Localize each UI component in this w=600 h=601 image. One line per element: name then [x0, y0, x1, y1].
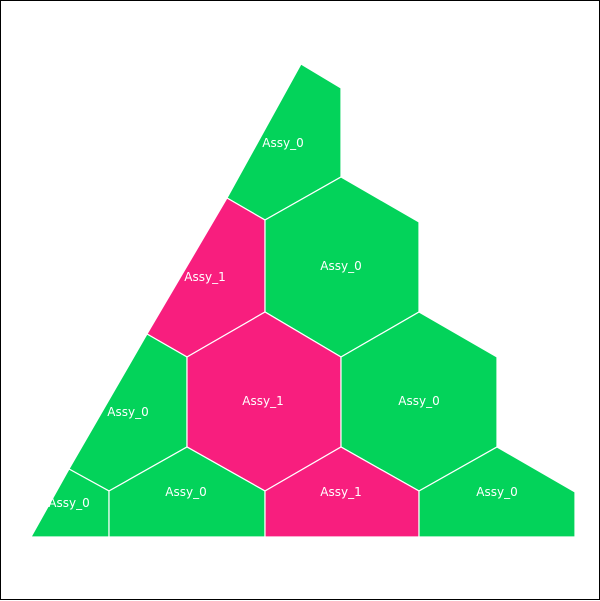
- cell-row2-right-label: Assy_0: [320, 259, 361, 273]
- cell-bottom-1-label: Assy_0: [48, 496, 89, 510]
- cell-row3-left-label: Assy_0: [107, 405, 148, 419]
- cell-row3-left: Assy_0: [68, 333, 188, 492]
- cell-row3-center-label: Assy_1: [242, 394, 283, 408]
- cell-row3-right-label: Assy_0: [398, 394, 439, 408]
- cell-bottom-4-shape: [418, 446, 576, 538]
- cell-bottom-3-label: Assy_1: [320, 485, 361, 499]
- cell-bottom-2: Assy_0: [108, 446, 266, 538]
- cell-bottom-4-label: Assy_0: [476, 485, 517, 499]
- cell-bottom-1: Assy_0: [29, 468, 110, 538]
- cell-row2-left-label: Assy_1: [184, 270, 225, 284]
- cell-bottom-3: Assy_1: [264, 446, 420, 538]
- cell-bottom-2-label: Assy_0: [165, 485, 206, 499]
- cell-bottom-4: Assy_0: [418, 446, 576, 538]
- cell-top-label: Assy_0: [262, 136, 303, 150]
